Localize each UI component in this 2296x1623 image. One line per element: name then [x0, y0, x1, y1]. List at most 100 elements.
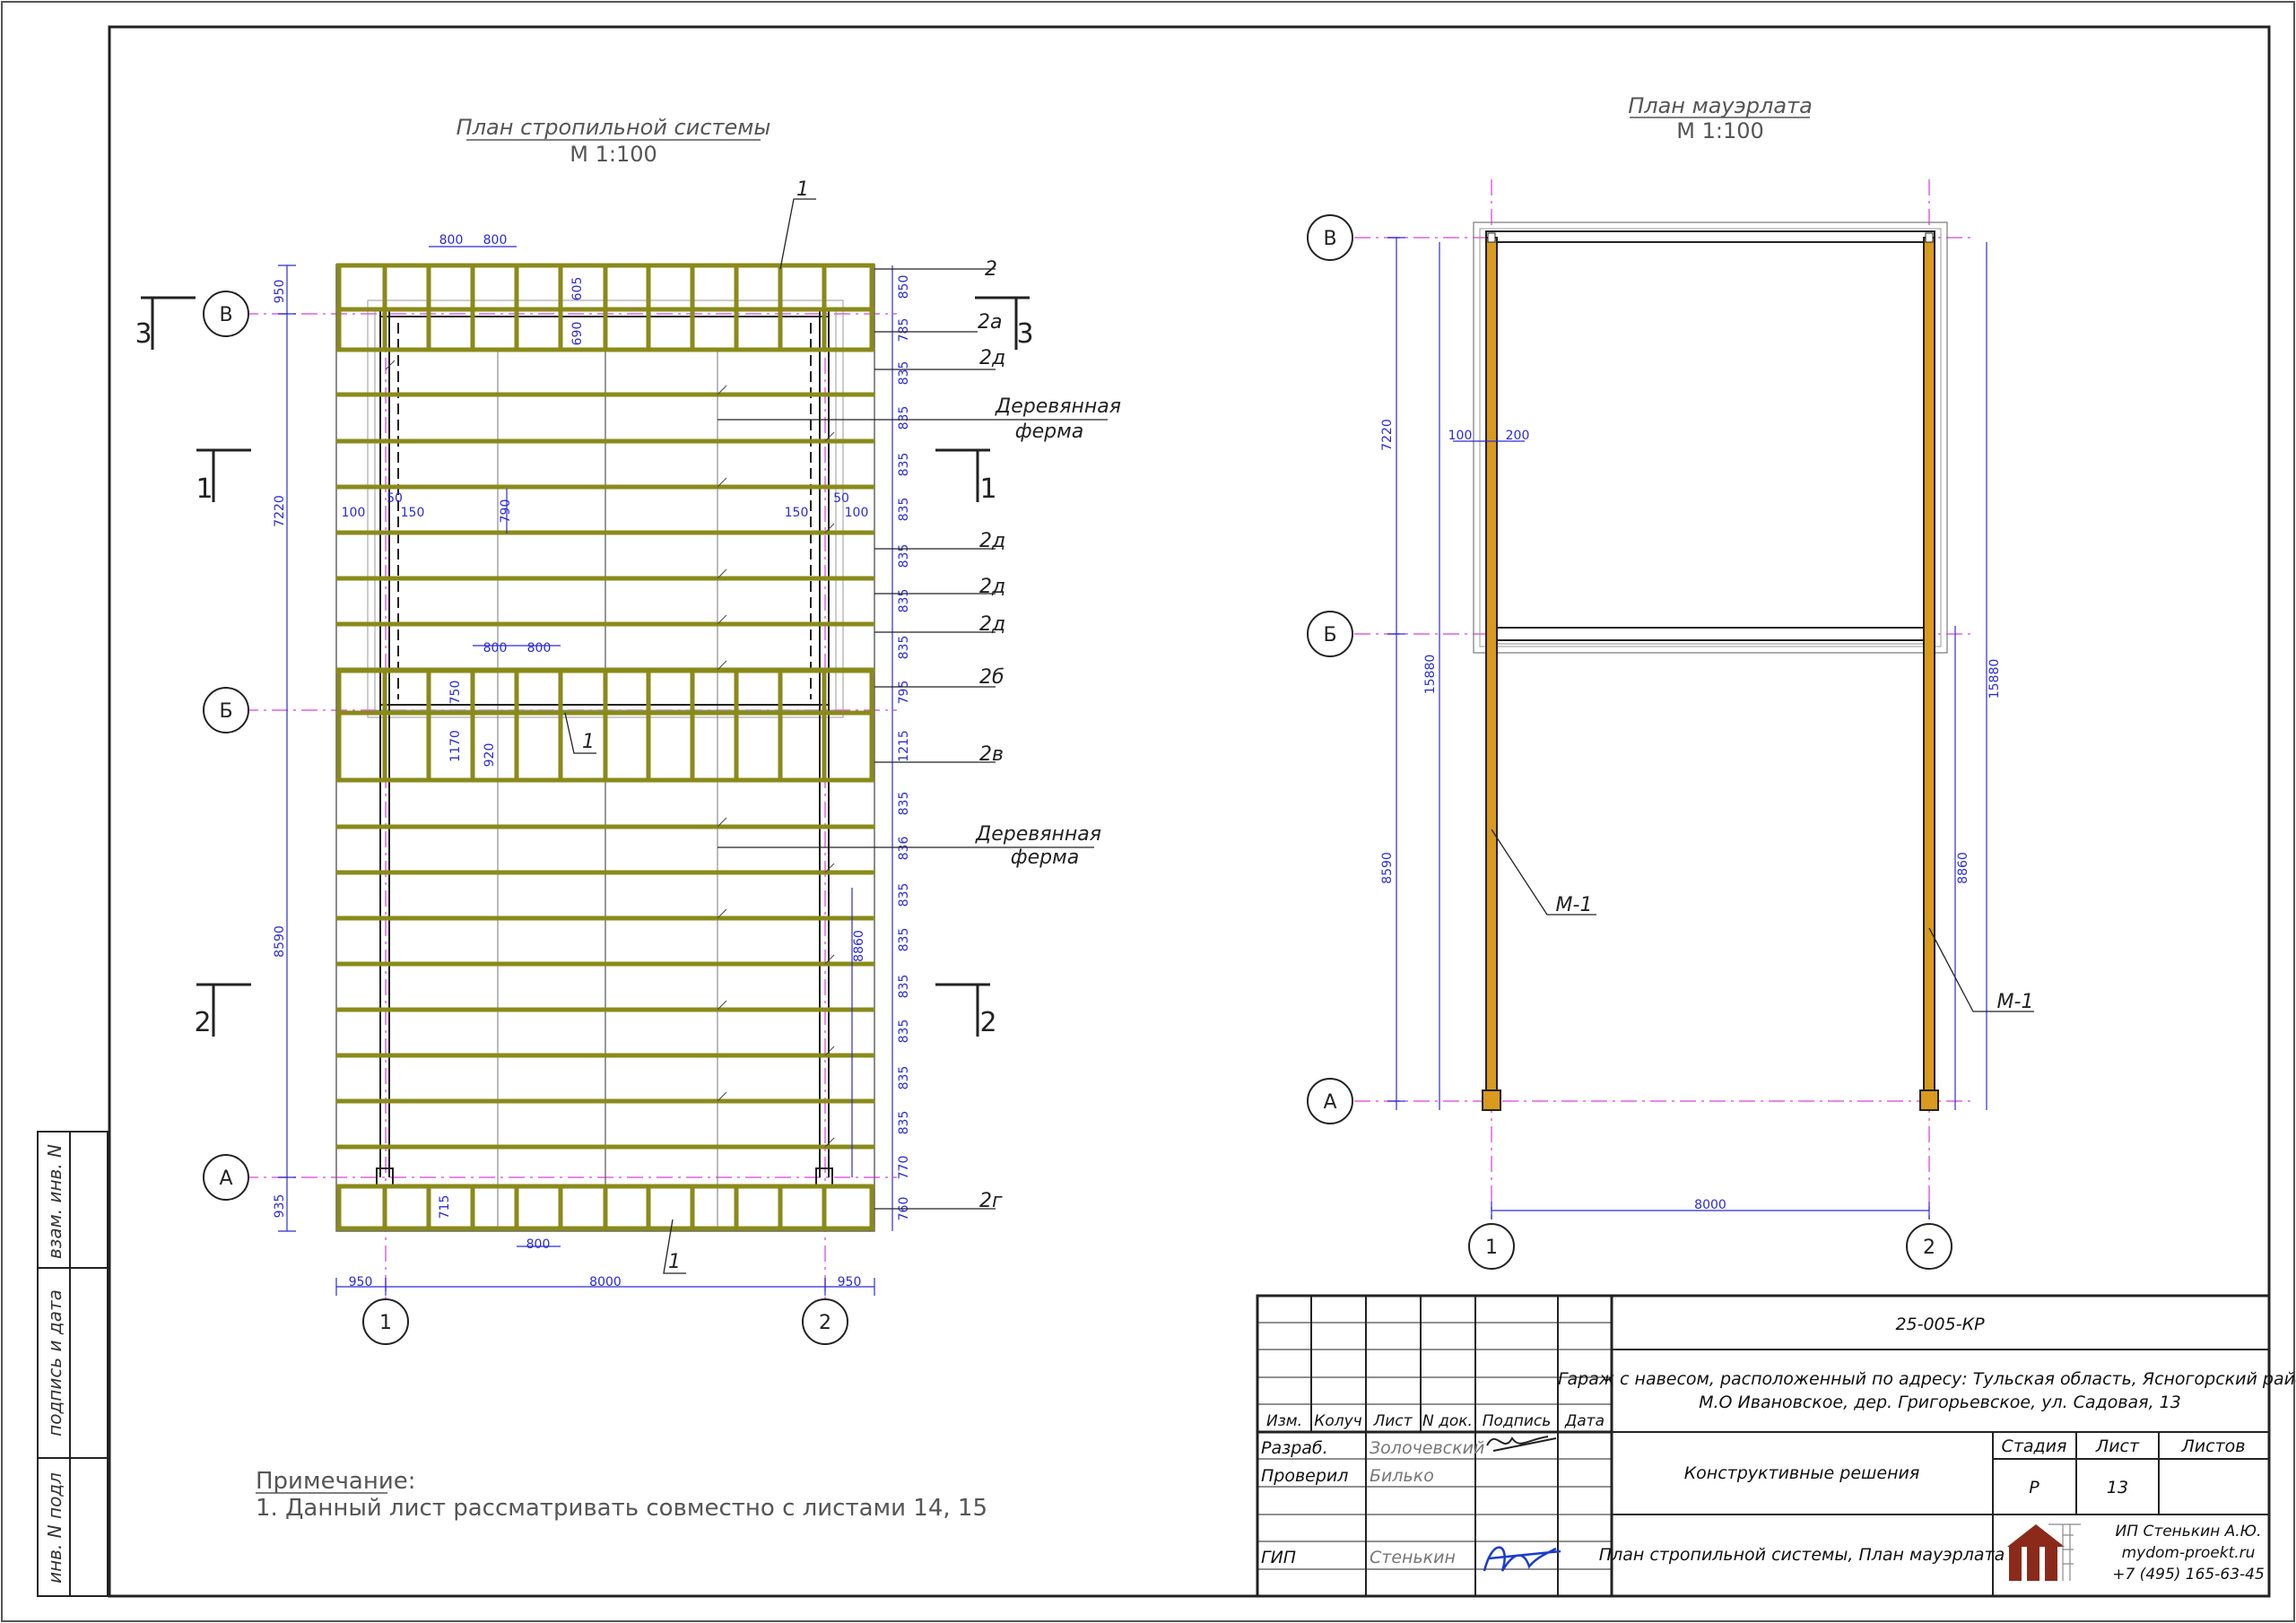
m-dim-200: 200: [1506, 429, 1530, 443]
rafter-plan-scale: М 1:100: [570, 142, 657, 167]
dim-r-835-14: 835: [897, 1111, 911, 1135]
mark-2b: 2б: [979, 666, 1004, 689]
m-dim-right-8860: 8860: [1956, 852, 1970, 884]
m-dim-right-15880: 15880: [1987, 659, 2002, 699]
truss-label-1b: ферма: [1015, 421, 1083, 443]
signature-gip: [1483, 1546, 1561, 1572]
dim-r-770: 770: [897, 1156, 911, 1180]
axis-1-label: 1: [379, 1312, 392, 1334]
section-3-right: 3: [1016, 318, 1033, 350]
stamp-sign-date: подпись и дата: [44, 1289, 65, 1436]
axis-v-label: В: [219, 304, 232, 326]
dim-mid-800a: 800: [483, 641, 508, 655]
dim-in-50-left: 50: [387, 491, 403, 506]
dim-bot-800: 800: [526, 1237, 551, 1252]
dim-in-100-right: 100: [845, 506, 869, 520]
mark-2g: 2г: [979, 1190, 1003, 1212]
stamp-inv-podl: инв. N подл: [44, 1472, 65, 1584]
dim-in-100-left: 100: [342, 506, 366, 520]
tb-name-razrab: Золочевский: [1370, 1438, 1484, 1458]
tb-sheet: 13: [2107, 1478, 2128, 1497]
dim-r-835-4: 835: [897, 498, 911, 522]
m-dim-left-7220: 7220: [1380, 419, 1395, 451]
m-dim-bottom-8000: 8000: [1694, 1198, 1726, 1212]
tb-stage-label: Стадия: [2002, 1436, 2067, 1456]
mauerlat-beam-right: [1923, 237, 1935, 1108]
dim-r-1215: 1215: [897, 730, 911, 762]
truss-label-2b: ферма: [1011, 846, 1079, 869]
mark-m1-right: М-1: [1997, 991, 2034, 1013]
tb-role-razrab: Разраб.: [1261, 1438, 1328, 1458]
mark-2d-2: 2д: [979, 530, 1005, 552]
tb-head-ndok: N док.: [1422, 1412, 1473, 1430]
axis-a-label: А: [219, 1167, 232, 1190]
rafter-plan: План стропильной системы М 1:100 В Б А 1…: [135, 115, 1121, 1345]
inner-frame: [108, 25, 2271, 1598]
tb-phone: +7 (495) 165-63-45: [2112, 1566, 2265, 1584]
dim-r-835-7: 835: [897, 636, 911, 660]
dim-in-605: 605: [570, 277, 585, 301]
tb-company: ИП Стенькин А.Ю.: [2116, 1523, 2262, 1541]
dim-r-835-6: 835: [897, 589, 911, 613]
mark-2a: 2а: [978, 311, 1002, 334]
section-2-left: 2: [194, 1007, 211, 1038]
truss-label-1a: Деревянная: [995, 395, 1121, 418]
m-dim-left-15880: 15880: [1423, 655, 1438, 695]
mark-1-top: 1: [796, 178, 809, 201]
tb-code: 25-005-КР: [1895, 1315, 1985, 1334]
dim-r-835-10: 835: [897, 928, 911, 952]
dim-in-8860: 8860: [852, 930, 866, 962]
dim-mid-800b: 800: [527, 641, 552, 655]
dim-r-835-1: 835: [897, 361, 911, 386]
section-2-right: 2: [979, 1007, 996, 1038]
signature-razrab: [1486, 1436, 1557, 1452]
mark-2d-1: 2д: [979, 347, 1005, 369]
rafter-plan-title: План стропильной системы: [457, 115, 771, 140]
tb-project-line2: М.О Ивановское, дер. Григорьевское, ул. …: [1699, 1393, 2181, 1412]
dim-r-850: 850: [897, 275, 911, 299]
dim-bottom-950-left: 950: [349, 1275, 373, 1289]
m-dim-100: 100: [1448, 429, 1473, 443]
title-block: [1256, 1294, 2271, 1598]
mark-2d-3: 2д: [979, 576, 1005, 598]
tb-head-data: Дата: [1564, 1412, 1605, 1430]
axis-b-label: Б: [219, 700, 232, 723]
tb-stage: Р: [2029, 1478, 2039, 1497]
tb-project-line1: Гараж с навесом, расположенный по адресу…: [1558, 1369, 2296, 1389]
dim-in-150-left: 150: [401, 506, 425, 520]
tb-head-list: Лист: [1372, 1412, 1413, 1430]
dim-left-935: 935: [273, 1194, 287, 1219]
tb-head-podpis: Подпись: [1483, 1412, 1551, 1430]
stamp-inv-n: взам. инв. N: [44, 1144, 65, 1259]
tb-section: Конструктивные решения: [1684, 1463, 1920, 1483]
mauerlat-plan: План мауэрлата М 1:100 В Б А 1 2: [1307, 93, 2034, 1270]
dim-r-835-5: 835: [897, 544, 911, 568]
dim-in-790: 790: [499, 499, 513, 524]
section-1-left: 1: [196, 473, 213, 505]
m-dim-left-8590: 8590: [1380, 852, 1395, 884]
dim-r-835-2: 835: [897, 406, 911, 430]
m-axis-v-label: В: [1323, 228, 1336, 250]
dim-in-920: 920: [483, 743, 497, 768]
dim-top-800a: 800: [439, 233, 464, 247]
dim-in-750: 750: [448, 681, 463, 705]
tb-head-izm: Изм.: [1266, 1412, 1302, 1430]
dim-r-836: 836: [897, 837, 911, 861]
section-3-left: 3: [135, 318, 152, 350]
tb-role-gip: ГИП: [1261, 1548, 1296, 1567]
note-text: 1. Данный лист рассматривать совместно с…: [256, 1495, 987, 1522]
m-axis-2-label: 2: [1923, 1237, 1935, 1259]
mark-1-mid: 1: [582, 731, 595, 753]
mark-m1-left: М-1: [1556, 894, 1593, 916]
tb-name-proveril: Билько: [1370, 1466, 1434, 1486]
mark-2: 2: [985, 258, 997, 281]
tb-sheet-label: Лист: [2095, 1436, 2140, 1456]
dim-in-690: 690: [570, 322, 585, 346]
dim-r-795: 795: [897, 681, 911, 705]
tb-name-gip: Стенькин: [1370, 1548, 1456, 1567]
m-axis-1-label: 1: [1485, 1237, 1498, 1259]
m-axis-a-label: А: [1323, 1091, 1336, 1114]
axis-2-label: 2: [819, 1312, 831, 1334]
